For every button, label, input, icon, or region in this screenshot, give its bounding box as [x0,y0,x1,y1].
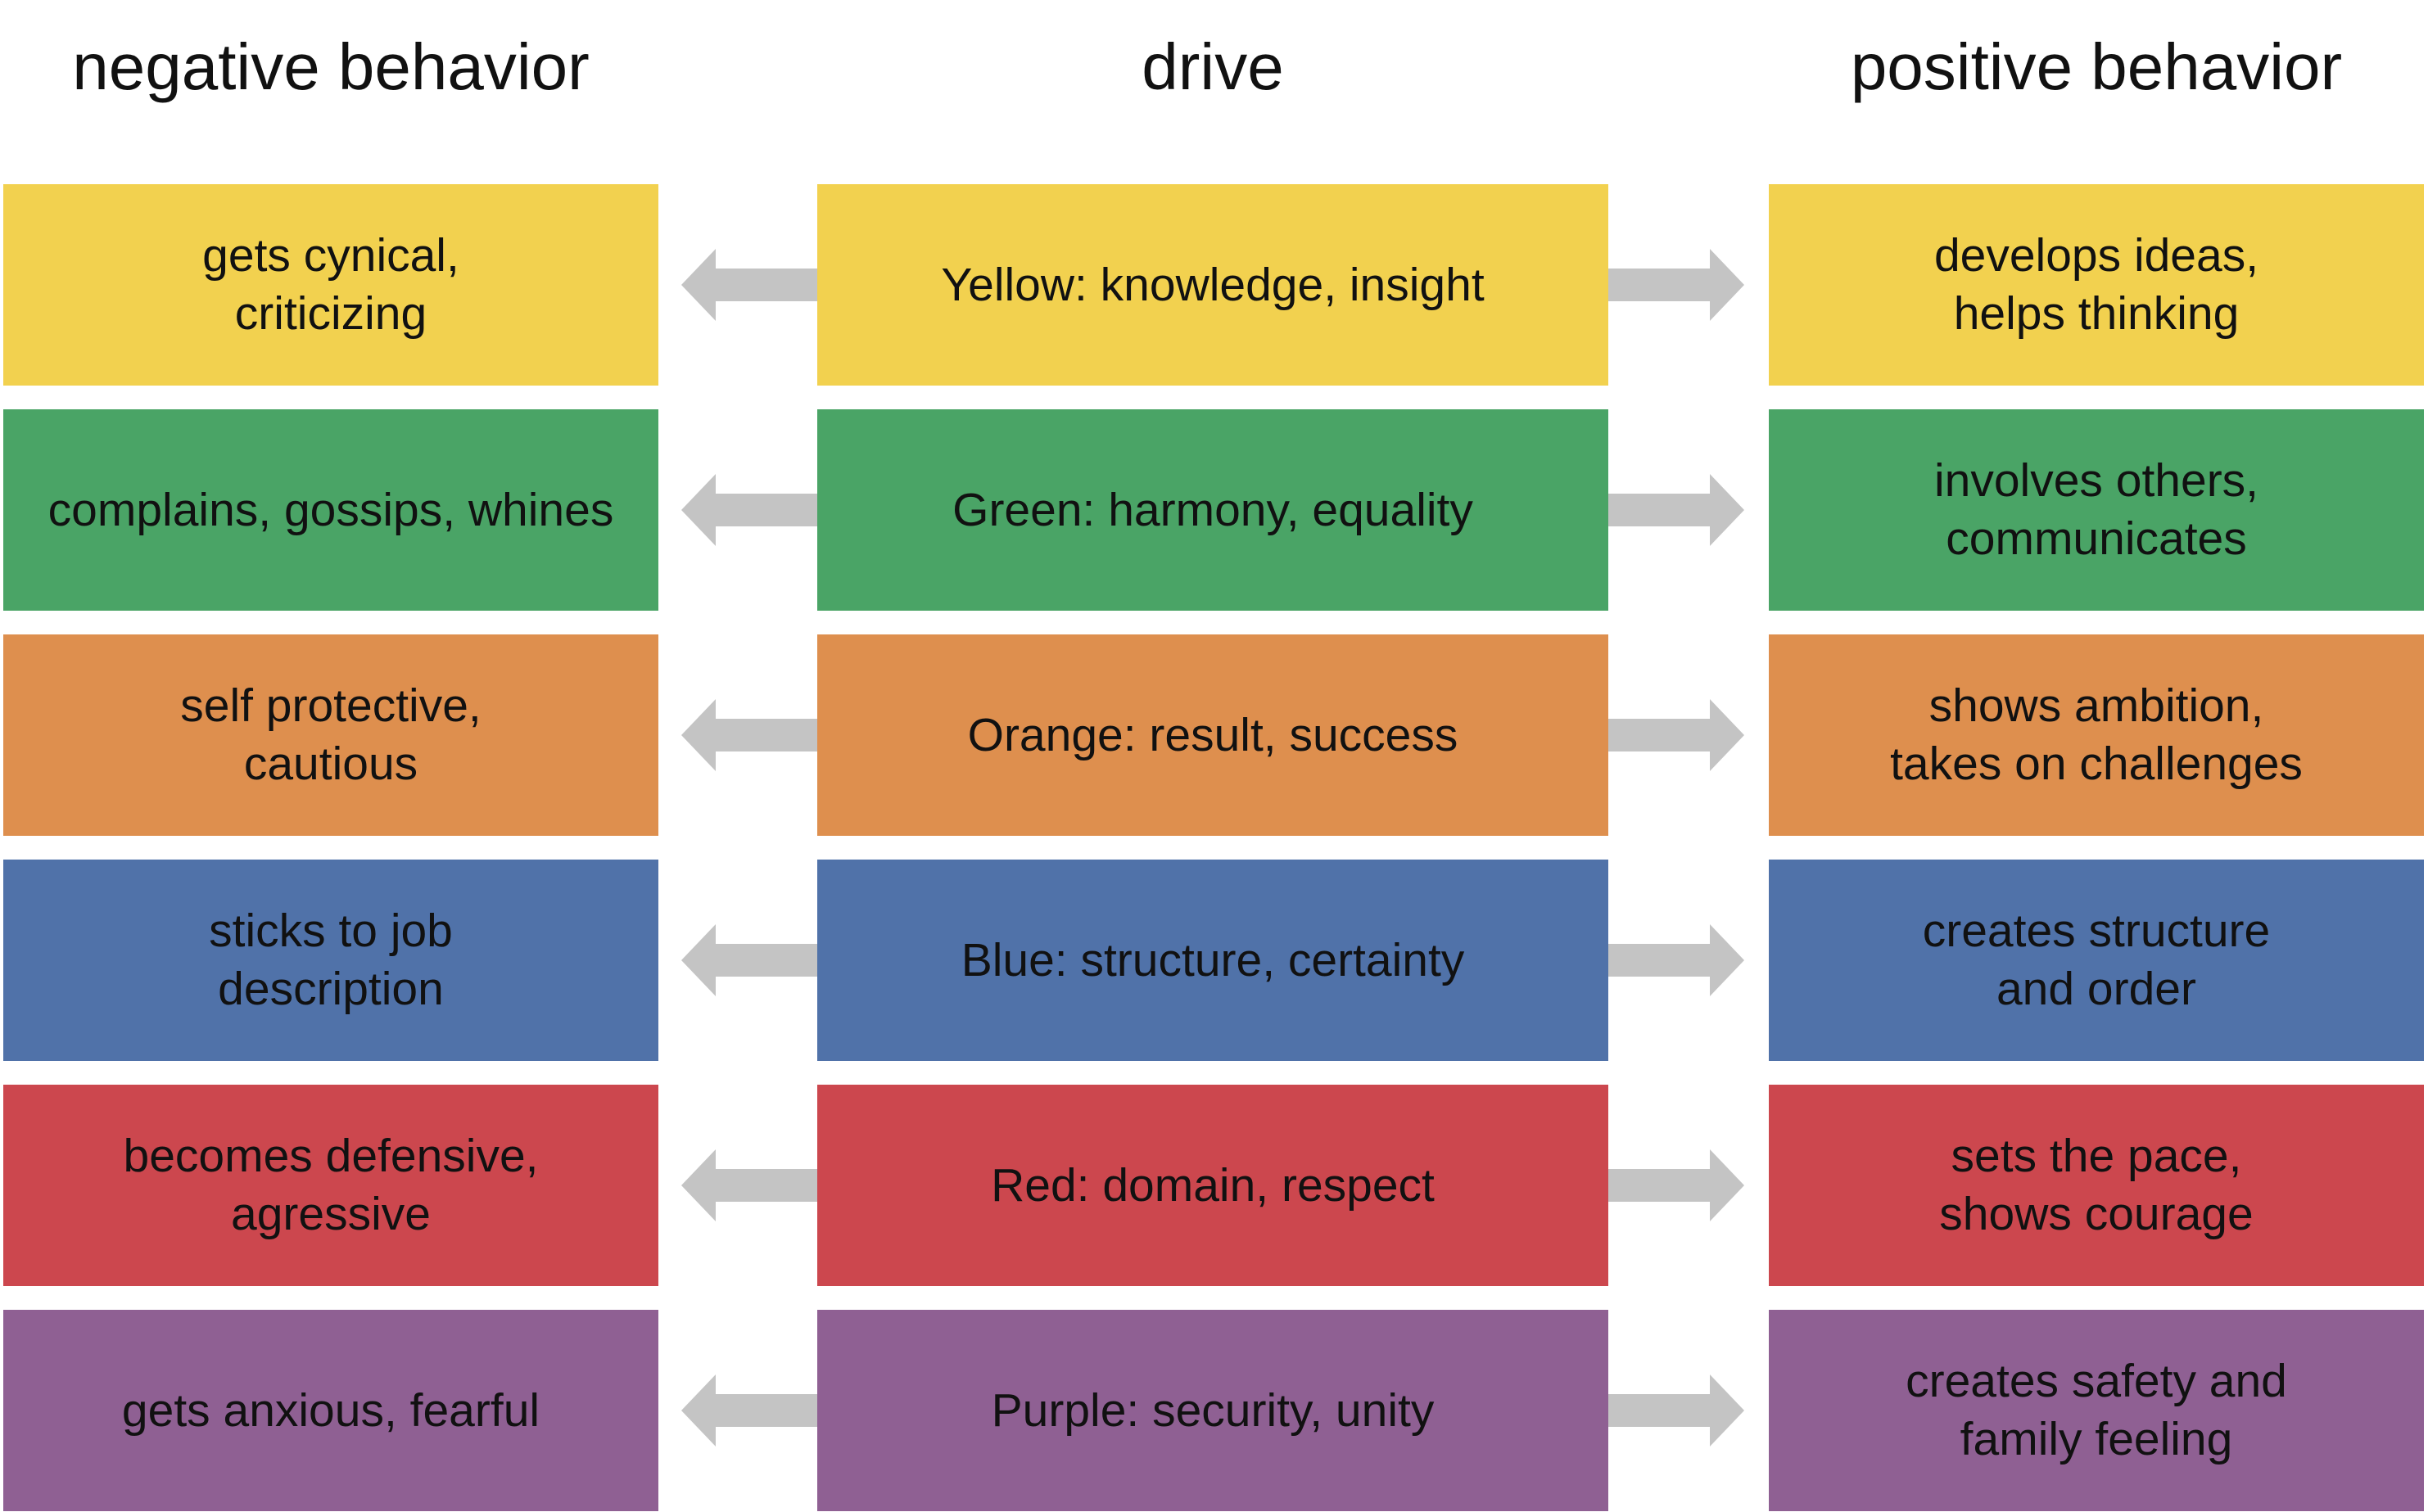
yellow-drive-box: Yellow: knowledge, insight [817,184,1608,386]
drive-header: drive [1142,30,1284,103]
left-arrow-icon [681,474,817,546]
left-arrow-icon [681,1374,817,1447]
blue-positive-box: creates structure and order [1769,860,2424,1061]
yellow-row: gets cynical, criticizing Yellow: knowle… [0,184,2428,386]
green-row: complains, gossips, whines Green: harmon… [0,409,2428,611]
blue-negative-box: sticks to job description [3,860,658,1061]
left-arrow-icon [681,249,817,321]
negative-behavior-header: negative behavior [72,30,590,103]
orange-drive-box: Orange: result, success [817,634,1608,836]
red-drive-box: Red: domain, respect [817,1085,1608,1286]
right-arrow-icon [1608,1149,1744,1221]
purple-row: gets anxious, fearful Purple: security, … [0,1310,2428,1511]
positive-behavior-header: positive behavior [1850,30,2343,103]
right-arrow-icon [1608,924,1744,996]
left-arrow-icon [681,924,817,996]
left-arrow-icon [681,1149,817,1221]
left-arrow-icon [681,699,817,771]
green-negative-box: complains, gossips, whines [3,409,658,611]
purple-positive-box: creates safety and family feeling [1769,1310,2424,1511]
green-positive-box: involves others, communicates [1769,409,2424,611]
blue-drive-box: Blue: structure, certainty [817,860,1608,1061]
green-drive-box: Green: harmony, equality [817,409,1608,611]
right-arrow-icon [1608,249,1744,321]
purple-negative-box: gets anxious, fearful [3,1310,658,1511]
red-positive-box: sets the pace, shows courage [1769,1085,2424,1286]
red-row: becomes defensive, agressive Red: domain… [0,1085,2428,1286]
right-arrow-icon [1608,699,1744,771]
yellow-positive-box: develops ideas, helps thinking [1769,184,2424,386]
right-arrow-icon [1608,474,1744,546]
blue-row: sticks to job description Blue: structur… [0,860,2428,1061]
orange-negative-box: self protective, cautious [3,634,658,836]
red-negative-box: becomes defensive, agressive [3,1085,658,1286]
right-arrow-icon [1608,1374,1744,1447]
purple-drive-box: Purple: security, unity [817,1310,1608,1511]
yellow-negative-box: gets cynical, criticizing [3,184,658,386]
orange-positive-box: shows ambition, takes on challenges [1769,634,2424,836]
orange-row: self protective, cautious Orange: result… [0,634,2428,836]
